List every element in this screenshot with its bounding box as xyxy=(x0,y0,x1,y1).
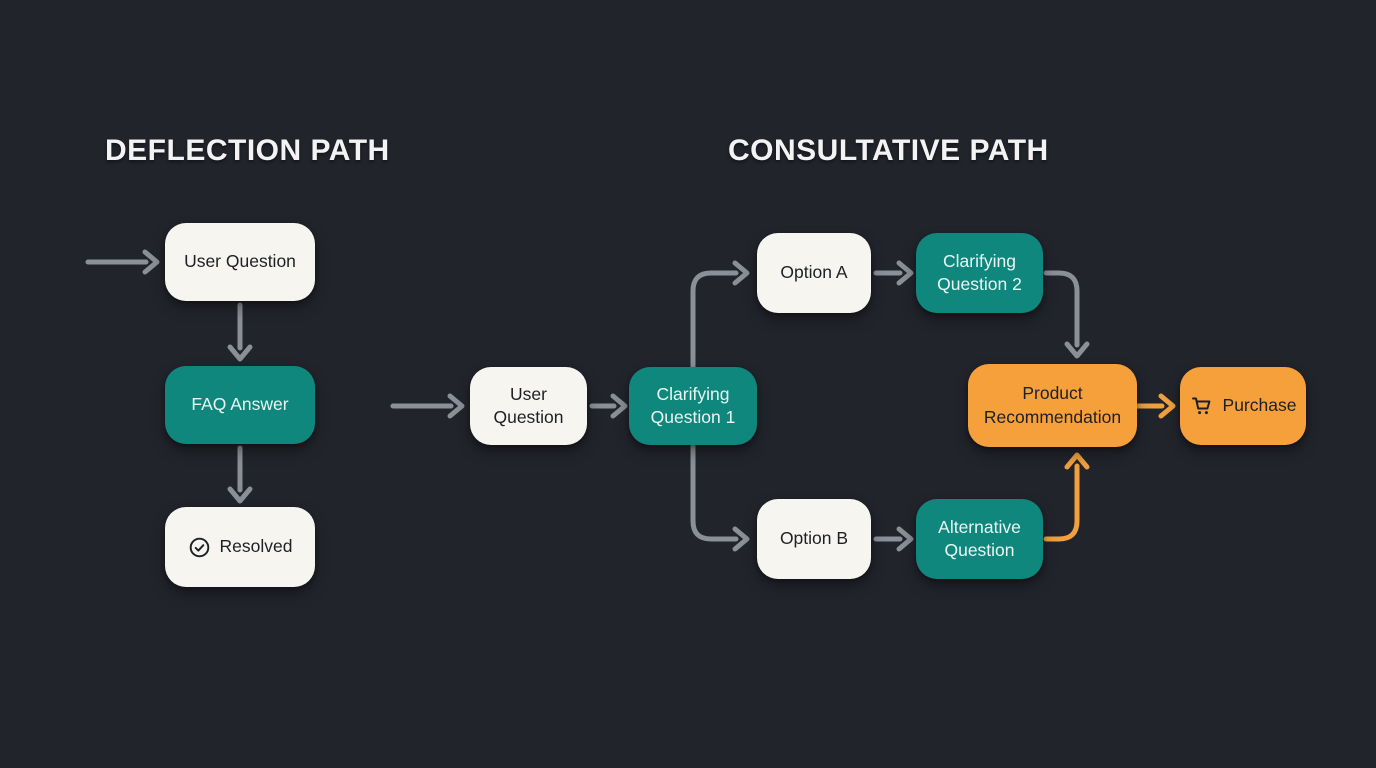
deflection-path-title: DEFLECTION PATH xyxy=(105,134,390,167)
node-label: Product Recommendation xyxy=(983,383,1122,427)
node-option-a: Option A xyxy=(757,233,871,313)
edge-user-question-to-clarifying-question-1 xyxy=(589,393,628,419)
edge-alternative-question-to-product-recommendation xyxy=(1043,452,1090,542)
node-purchase: Purchase xyxy=(1180,367,1306,445)
node-option-b: Option B xyxy=(757,499,871,579)
edge-start-to-user-question-right xyxy=(390,393,465,419)
node-label: User Question xyxy=(184,251,296,272)
edge-clarifying-question-2-to-product-recommendation xyxy=(1043,270,1090,359)
edge-start-to-user-question-left xyxy=(85,249,160,275)
node-label: FAQ Answer xyxy=(191,394,289,415)
node-user-question-deflection: User Question xyxy=(165,223,315,301)
node-faq-answer: FAQ Answer xyxy=(165,366,315,444)
edge-faq-answer-to-resolved xyxy=(227,445,253,504)
check-circle-icon xyxy=(188,536,211,559)
node-label: Option A xyxy=(780,262,848,283)
node-user-question-consultative: User Question xyxy=(470,367,587,445)
edge-user-question-to-faq-answer xyxy=(227,302,253,362)
node-label: User Question xyxy=(493,383,564,427)
node-label: Alternative Question xyxy=(938,516,1021,560)
node-product-recommendation: Product Recommendation xyxy=(968,364,1137,447)
node-label: Purchase xyxy=(1222,395,1297,416)
edge-option-b-to-alternative-question xyxy=(873,526,914,552)
edge-clarifying-question-1-to-option-a xyxy=(690,260,750,403)
node-alternative-question: Alternative Question xyxy=(916,499,1043,579)
node-label: Resolved xyxy=(219,536,293,557)
node-label: Clarifying Question 2 xyxy=(937,250,1022,294)
edge-clarifying-question-1-to-option-b xyxy=(690,409,750,552)
consultative-path-title: CONSULTATIVE PATH xyxy=(728,134,1049,167)
node-clarifying-question-2: Clarifying Question 2 xyxy=(916,233,1043,313)
edge-product-recommendation-to-purchase xyxy=(1134,393,1176,419)
node-clarifying-question-1: Clarifying Question 1 xyxy=(629,367,757,445)
edge-option-a-to-clarifying-question-2 xyxy=(873,260,914,286)
shopping-cart-icon xyxy=(1190,394,1214,418)
node-label: Option B xyxy=(779,528,849,549)
node-resolved: Resolved xyxy=(165,507,315,587)
node-label: Clarifying Question 1 xyxy=(650,383,736,427)
